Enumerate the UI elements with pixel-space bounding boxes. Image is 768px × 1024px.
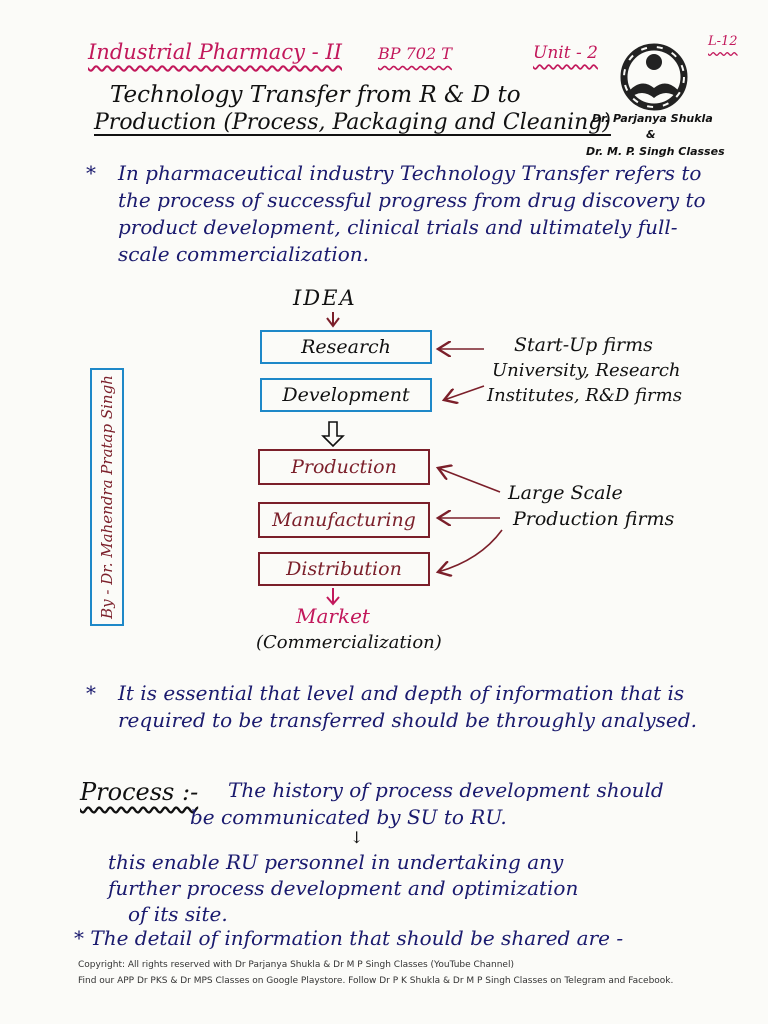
intro-bullet: * (86, 161, 96, 185)
development-label: Development (282, 384, 410, 406)
classes-logo-icon (620, 43, 688, 111)
author-tag-box (90, 368, 124, 626)
brand-ampersand: & (646, 128, 656, 141)
dev-to-production-arrow (321, 421, 345, 448)
idea-down-arrow (326, 312, 340, 328)
topic-line-1: Technology Transfer from R & D to (110, 82, 521, 108)
startup-label-2: University, Research (492, 360, 681, 381)
enable-line-3: of its site. (128, 902, 228, 926)
production-box: Production (258, 449, 430, 485)
startup-to-development-arrow (444, 385, 485, 400)
topic-line-2: Production (Process, Packaging and Clean… (94, 110, 611, 135)
idea-label: IDEA (293, 286, 357, 310)
course-title: Industrial Pharmacy - II (88, 40, 342, 64)
market-label: Market (296, 604, 370, 628)
startup-label-1: Start-Up firms (514, 334, 653, 356)
intro-paragraph: * In pharmaceutical industry Technology … (86, 160, 706, 268)
large-to-production-arrow (438, 468, 501, 493)
detail-line: * The detail of information that should … (74, 926, 624, 950)
unit-label: Unit - 2 (533, 43, 598, 63)
note-bullet: * (86, 681, 96, 705)
process-heading: Process :- (80, 778, 199, 806)
distribution-label: Distribution (286, 558, 402, 580)
distribution-to-market-arrow (326, 588, 340, 606)
course-code: BP 702 T (378, 44, 452, 63)
app-promo-line: Find our APP Dr PKS & Dr MPS Classes on … (78, 976, 674, 986)
enable-line-1: this enable RU personnel in undertaking … (108, 850, 564, 874)
production-label: Production (291, 456, 397, 478)
distribution-box: Distribution (258, 552, 430, 586)
lecture-number: L-12 (708, 34, 738, 49)
intro-text: In pharmaceutical industry Technology Tr… (118, 161, 706, 266)
note-text: It is essential that level and depth of … (118, 681, 697, 732)
large-to-distribution-arrow (438, 529, 503, 572)
process-line-1: The history of process development shoul… (228, 778, 664, 802)
author-tag: By - Dr. Mahendra Pratap Singh (98, 375, 116, 619)
enable-line-2: further process development and optimiza… (108, 876, 579, 900)
development-box: Development (260, 378, 432, 412)
brand-name-2: Dr. M. P. Singh Classes (586, 145, 725, 158)
copyright-line: Copyright: All rights reserved with Dr P… (78, 960, 514, 970)
large-scale-label-2: Production firms (513, 508, 675, 530)
research-label: Research (301, 336, 391, 358)
down-arrow-icon: ↓ (350, 828, 364, 847)
large-scale-label-1: Large Scale (508, 482, 623, 504)
startup-label-3: Institutes, R&D firms (487, 385, 682, 406)
note-paragraph: * It is essential that level and depth o… (86, 680, 706, 734)
process-line-2: be communicated by SU to RU. (190, 805, 507, 829)
brand-name-1: Dr. Parjanya Shukla (592, 112, 713, 125)
commercialization-label: (Commercialization) (256, 632, 442, 653)
manufacturing-box: Manufacturing (258, 502, 430, 538)
research-box: Research (260, 330, 432, 364)
manufacturing-label: Manufacturing (272, 509, 416, 531)
